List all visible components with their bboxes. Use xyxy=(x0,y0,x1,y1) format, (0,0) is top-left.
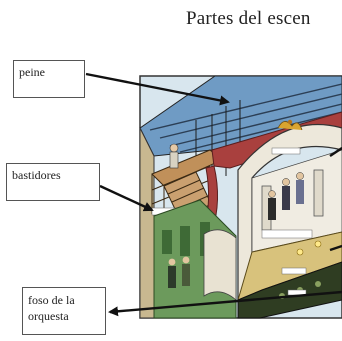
wing-people xyxy=(168,256,190,288)
arrow-right-edge-2 xyxy=(329,244,342,252)
label-bastidores: bastidores xyxy=(6,163,100,201)
label-peine-text: peine xyxy=(19,65,45,79)
label-peine: peine xyxy=(13,60,85,98)
arch-ornament xyxy=(277,119,303,131)
grid-battens xyxy=(149,83,342,153)
diagram-title: Partes del escen xyxy=(186,8,311,29)
label-foso-line2: orquesta xyxy=(28,309,69,323)
inner-sign-2 xyxy=(261,229,313,239)
actor-figures xyxy=(268,172,304,220)
label-foso-de-la-orquesta: foso de la orquesta xyxy=(22,287,106,335)
inner-sign-4 xyxy=(281,267,307,275)
arrow-peine xyxy=(85,72,230,106)
stagehand-figure xyxy=(169,143,179,169)
label-bastidores-text: bastidores xyxy=(12,168,61,182)
wing-arch-flat xyxy=(203,229,237,301)
arrow-bastidores xyxy=(99,184,154,212)
arrow-foso xyxy=(108,290,342,317)
side-wall xyxy=(139,127,155,319)
label-foso-line1: foso de la xyxy=(28,293,75,307)
inner-sign-3 xyxy=(271,147,301,155)
arrow-right-edge xyxy=(329,147,342,157)
stage-spotlights xyxy=(296,240,322,256)
